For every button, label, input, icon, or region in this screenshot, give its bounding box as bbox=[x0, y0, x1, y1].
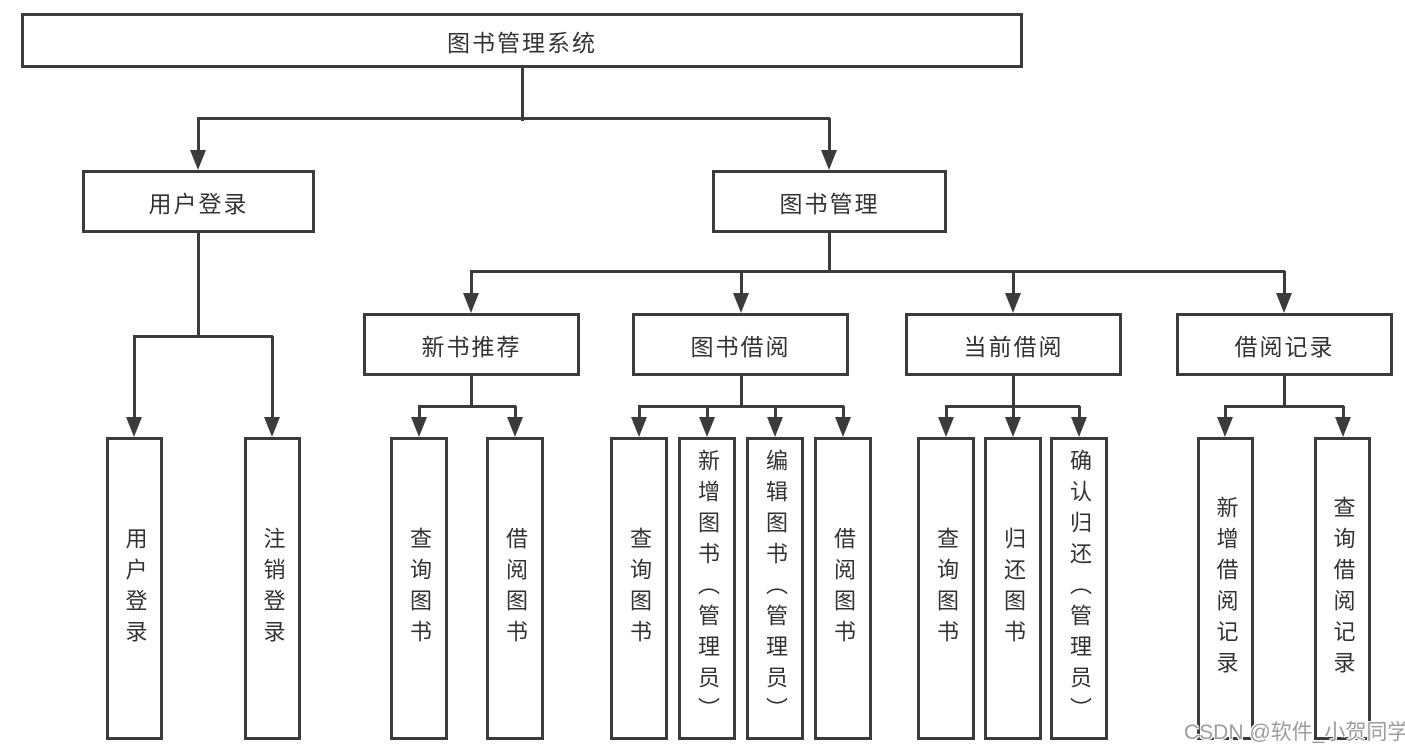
arrow-shaft bbox=[841, 406, 845, 423]
node-label: 借阅图书 bbox=[503, 526, 528, 651]
down-arrow-icon bbox=[190, 150, 206, 170]
connector-stem bbox=[196, 231, 200, 338]
node-edit-books-admin: 编辑图书（管理员） bbox=[746, 437, 804, 740]
arrow-shaft bbox=[739, 271, 743, 299]
down-arrow-icon bbox=[733, 293, 749, 313]
arrow-shaft bbox=[270, 336, 274, 423]
node-query-books-current: 查询图书 bbox=[917, 437, 975, 740]
node-library-system: 图书管理系统 bbox=[21, 13, 1023, 68]
watermark: CSDN @软件_小贺同学 bbox=[1184, 721, 1405, 744]
node-new-book-recommend: 新书推荐 bbox=[363, 313, 580, 376]
node-label: 新书推荐 bbox=[421, 333, 522, 360]
node-add-borrow-record: 新增借阅记录 bbox=[1197, 437, 1254, 740]
arrow-shaft bbox=[637, 406, 641, 423]
connector-stem bbox=[739, 374, 743, 408]
node-query-borrow-record: 查询借阅记录 bbox=[1314, 437, 1371, 740]
arrow-shaft bbox=[196, 118, 200, 156]
node-label: 确认归还（管理员） bbox=[1067, 449, 1092, 728]
arrow-shaft bbox=[1077, 406, 1081, 423]
arrow-shaft bbox=[773, 406, 777, 423]
node-borrow-books-recommend: 借阅图书 bbox=[486, 437, 544, 740]
node-label: 查询借阅记录 bbox=[1330, 495, 1356, 682]
down-arrow-icon bbox=[1005, 293, 1021, 313]
node-label: 用户登录 bbox=[148, 190, 249, 217]
arrow-shaft bbox=[417, 406, 421, 423]
connector-bar bbox=[470, 269, 1285, 273]
node-label: 查询图书 bbox=[627, 526, 652, 651]
down-arrow-icon bbox=[699, 417, 715, 437]
node-borrowing-records: 借阅记录 bbox=[1176, 313, 1393, 376]
arrow-shaft bbox=[705, 406, 709, 423]
down-arrow-icon bbox=[1276, 293, 1292, 313]
node-logout-leaf: 注销登录 bbox=[244, 437, 301, 740]
connector-bar bbox=[197, 116, 830, 120]
node-query-books-borrowing: 查询图书 bbox=[610, 437, 668, 740]
arrow-shaft bbox=[1282, 271, 1286, 299]
arrow-shaft bbox=[944, 406, 948, 423]
node-label: 借阅记录 bbox=[1234, 333, 1335, 360]
connector-bar bbox=[638, 404, 844, 408]
down-arrow-icon bbox=[1217, 417, 1233, 437]
down-arrow-icon bbox=[1005, 417, 1021, 437]
down-arrow-icon bbox=[938, 417, 954, 437]
arrow-shaft bbox=[132, 336, 136, 423]
connector-stem bbox=[469, 374, 473, 408]
node-label: 图书管理 bbox=[779, 190, 880, 217]
node-label: 编辑图书（管理员） bbox=[763, 449, 788, 728]
node-current-borrowing: 当前借阅 bbox=[905, 313, 1122, 376]
node-user-login: 用户登录 bbox=[82, 170, 315, 233]
node-label: 新增图书（管理员） bbox=[695, 449, 720, 728]
connector-stem bbox=[1282, 374, 1286, 408]
arrow-shaft bbox=[1223, 406, 1227, 423]
connector-bar bbox=[1224, 404, 1344, 408]
arrow-shaft bbox=[827, 118, 831, 156]
arrow-shaft bbox=[1011, 271, 1015, 299]
node-query-books-recommend: 查询图书 bbox=[390, 437, 448, 740]
node-borrow-books-leaf: 借阅图书 bbox=[814, 437, 872, 740]
node-return-books: 归还图书 bbox=[984, 437, 1042, 740]
down-arrow-icon bbox=[507, 417, 523, 437]
connector-bar bbox=[418, 404, 516, 408]
node-book-management: 图书管理 bbox=[712, 170, 947, 233]
node-label: 归还图书 bbox=[1001, 526, 1026, 651]
node-label: 新增借阅记录 bbox=[1213, 495, 1239, 682]
arrow-shaft bbox=[1341, 406, 1345, 423]
node-label: 借阅图书 bbox=[831, 526, 856, 651]
down-arrow-icon bbox=[264, 417, 280, 437]
down-arrow-icon bbox=[1335, 417, 1351, 437]
node-book-borrowing: 图书借阅 bbox=[632, 313, 849, 376]
down-arrow-icon bbox=[126, 417, 142, 437]
node-label: 当前借阅 bbox=[963, 333, 1064, 360]
node-label: 查询图书 bbox=[407, 526, 432, 651]
connector-bar bbox=[133, 334, 273, 338]
arrow-shaft bbox=[469, 271, 473, 299]
node-user-login-leaf: 用户登录 bbox=[106, 437, 163, 740]
connector-stem bbox=[827, 231, 831, 273]
connector-stem bbox=[520, 66, 524, 121]
node-add-books-admin: 新增图书（管理员） bbox=[678, 437, 736, 740]
arrow-shaft bbox=[513, 406, 517, 423]
node-label: 注销登录 bbox=[260, 526, 286, 651]
down-arrow-icon bbox=[631, 417, 647, 437]
node-label: 图书管理系统 bbox=[447, 29, 597, 56]
down-arrow-icon bbox=[821, 150, 837, 170]
node-label: 查询图书 bbox=[934, 526, 959, 651]
node-label: 用户登录 bbox=[122, 526, 148, 651]
down-arrow-icon bbox=[767, 417, 783, 437]
arrow-shaft bbox=[1011, 406, 1015, 423]
connector-stem bbox=[1011, 374, 1015, 408]
down-arrow-icon bbox=[411, 417, 427, 437]
down-arrow-icon bbox=[835, 417, 851, 437]
node-label: 图书借阅 bbox=[690, 333, 791, 360]
down-arrow-icon bbox=[1071, 417, 1087, 437]
node-confirm-return-admin: 确认归还（管理员） bbox=[1050, 437, 1108, 740]
down-arrow-icon bbox=[463, 293, 479, 313]
